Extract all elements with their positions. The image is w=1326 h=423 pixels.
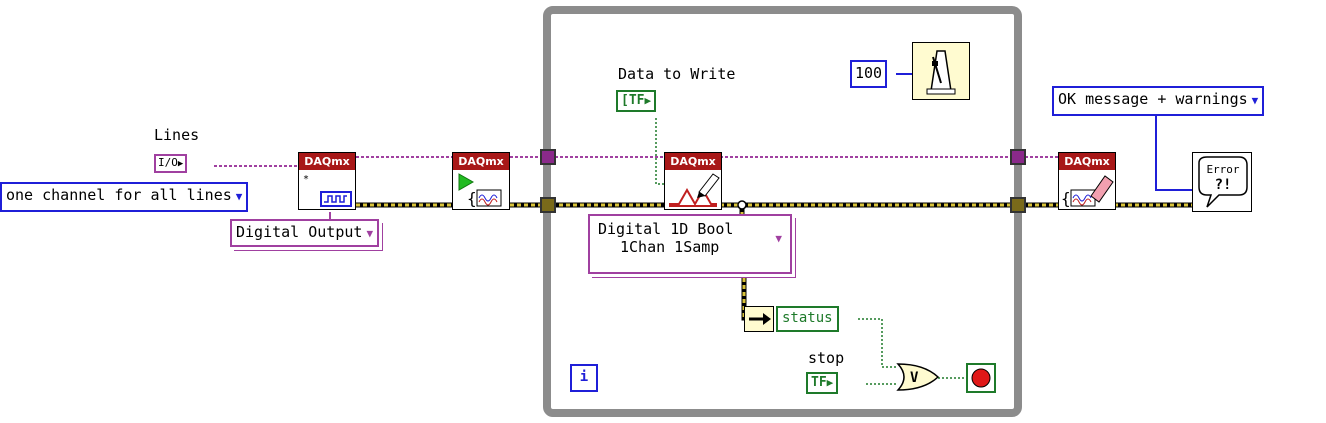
wait-ms-constant[interactable]: 100 <box>850 60 888 88</box>
terminal-text: [TF <box>621 93 645 108</box>
write-icon <box>665 170 721 209</box>
or-gate-text: V <box>910 370 919 386</box>
start-task-icon: { <box>453 170 509 209</box>
or-gate-node[interactable]: V <box>896 362 940 392</box>
dropdown-arrow-icon: ▼ <box>366 227 374 240</box>
task-wire <box>214 156 1058 167</box>
write-mode-ring[interactable]: Digital 1D Bool 1Chan 1Samp ▼ <box>588 214 792 274</box>
daqmx-start-task-node[interactable]: DAQmx { <box>452 152 510 210</box>
error-text-1: Error <box>1206 163 1239 176</box>
ring-text: one channel for all lines <box>6 186 232 204</box>
channel-type-ring[interactable]: Digital Output▼ <box>230 219 380 247</box>
iteration-terminal: i <box>570 364 598 392</box>
lines-label: Lines <box>154 126 200 144</box>
error-tunnel-out <box>1010 197 1026 213</box>
write-mode-row: Digital 1D Bool 1Chan 1Samp ▼ <box>598 220 782 256</box>
io-terminal-text: I/O <box>158 156 178 169</box>
dropdown-arrow-icon: ▼ <box>1251 94 1259 107</box>
terminal-arrow-icon: ▶ <box>826 376 834 389</box>
task-tunnel-in <box>540 149 556 165</box>
unbundle-arrow-icon <box>749 313 771 325</box>
loop-condition-terminal[interactable] <box>966 363 996 393</box>
channel-grouping-ring[interactable]: one channel for all lines▼ <box>0 182 249 212</box>
terminal-arrow-icon: ▶ <box>644 94 652 107</box>
daqmx-create-channel-node[interactable]: DAQmx * <box>298 152 356 210</box>
error-tunnel-in <box>540 197 556 213</box>
lines-io-terminal[interactable]: I/O▶ <box>154 154 188 173</box>
daqmx-header: DAQmx <box>453 153 509 170</box>
error-handler-icon: Error ?! <box>1198 156 1248 208</box>
unbundle-by-name-node[interactable] <box>744 306 774 332</box>
stop-sign-icon <box>971 368 991 388</box>
daqmx-header: DAQmx <box>1059 153 1115 170</box>
error-mode-wire <box>1155 114 1196 191</box>
data-to-write-terminal[interactable]: [TF▶ <box>616 90 657 112</box>
daqmx-header: DAQmx <box>665 153 721 170</box>
error-dialog-mode-ring[interactable]: OK message + warnings▼ <box>1052 86 1265 116</box>
status-wire <box>858 318 898 368</box>
simple-error-handler-node[interactable]: Error ?! <box>1192 152 1252 212</box>
metronome-icon <box>926 50 956 95</box>
daqmx-header: DAQmx <box>299 153 355 170</box>
svg-text:*: * <box>303 174 309 185</box>
terminal-arrow-icon: ▶ <box>177 159 184 169</box>
status-element[interactable]: status <box>776 306 839 332</box>
ring-text: OK message + warnings <box>1058 90 1248 108</box>
write-mode-line1: Digital 1D Bool <box>598 220 734 238</box>
data-wire <box>655 118 664 185</box>
wait-until-next-ms-node[interactable] <box>912 42 970 100</box>
clear-task-icon: { <box>1059 170 1115 209</box>
dropdown-arrow-icon: ▼ <box>775 232 782 245</box>
or-gate-icon: V <box>896 363 940 391</box>
data-to-write-label: Data to Write <box>618 65 736 83</box>
svg-text:{: { <box>467 189 477 208</box>
stop-terminal[interactable]: TF▶ <box>806 372 839 394</box>
task-tunnel-out <box>1010 149 1026 165</box>
write-mode-text: Digital 1D Bool 1Chan 1Samp <box>598 220 733 256</box>
stop-label: stop <box>808 349 845 367</box>
create-channel-icon: * <box>299 170 355 209</box>
svg-text:{: { <box>1061 189 1071 208</box>
write-mode-line2: 1Chan 1Samp <box>620 238 720 256</box>
daqmx-write-node[interactable]: DAQmx <box>664 152 722 210</box>
terminal-text: TF <box>811 375 827 390</box>
ring-text: Digital Output <box>236 223 363 241</box>
daqmx-clear-task-node[interactable]: DAQmx { <box>1058 152 1116 210</box>
dropdown-arrow-icon: ▼ <box>235 190 243 203</box>
error-text-2: ?! <box>1215 177 1232 193</box>
